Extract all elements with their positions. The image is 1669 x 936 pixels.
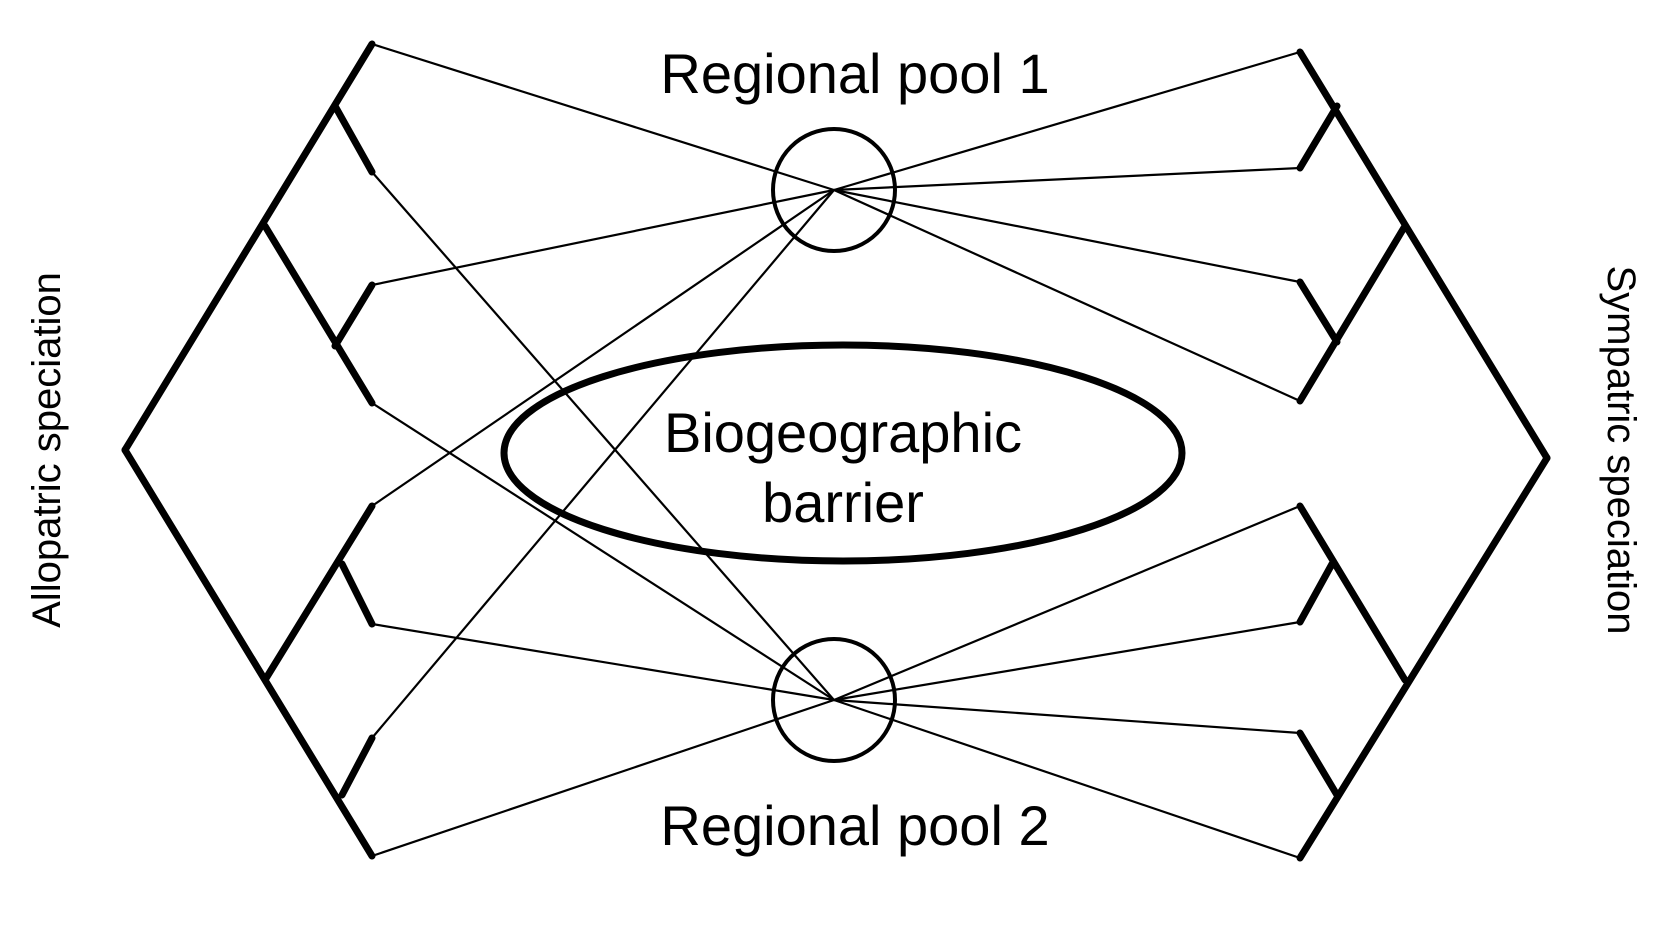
right-tree-lower-clade — [1296, 454, 1551, 862]
regional-pool-2-circle — [771, 637, 897, 763]
link-right-tip2-pool1 — [833, 166, 1301, 192]
barrier-label-line2: barrier — [762, 471, 924, 534]
right-tree-upper-clade — [1296, 48, 1551, 462]
left-tree — [121, 40, 376, 860]
regional-pool-2-label: Regional pool 2 — [660, 794, 1049, 857]
barrier-label-line1: Biogeographic — [664, 401, 1022, 464]
pool-links — [371, 42, 1301, 860]
left-tree-upper-clade — [121, 40, 376, 454]
link-left-tip4-pool2 — [371, 402, 835, 701]
link-left-tip8-pool2 — [371, 698, 835, 858]
link-left-tip1-pool1 — [371, 42, 835, 192]
link-left-tip3-pool1 — [371, 188, 835, 287]
biogeographic-barrier-ellipse — [500, 341, 1186, 565]
link-right-tip1-pool1 — [833, 50, 1301, 192]
allopatric-speciation-label: Allopatric speciation — [25, 272, 69, 628]
link-right-tip5-pool2 — [833, 504, 1301, 702]
link-left-tip6-pool2 — [371, 622, 835, 702]
link-right-tip8-pool2 — [833, 698, 1301, 860]
sympatric-speciation-label: Sympatric speciation — [1599, 265, 1643, 634]
right-tree — [1296, 48, 1551, 862]
link-left-tip2-pool2 — [371, 171, 835, 701]
link-right-tip4-pool1 — [833, 188, 1301, 403]
link-right-tip7-pool2 — [833, 698, 1301, 735]
regional-pool-1-circle — [771, 127, 897, 253]
link-right-tip6-pool2 — [833, 620, 1301, 702]
left-tree-lower-clade — [121, 446, 376, 860]
link-right-tip3-pool1 — [833, 188, 1301, 284]
regional-pool-1-label: Regional pool 1 — [660, 42, 1049, 105]
link-left-tip7-pool1 — [371, 189, 835, 739]
